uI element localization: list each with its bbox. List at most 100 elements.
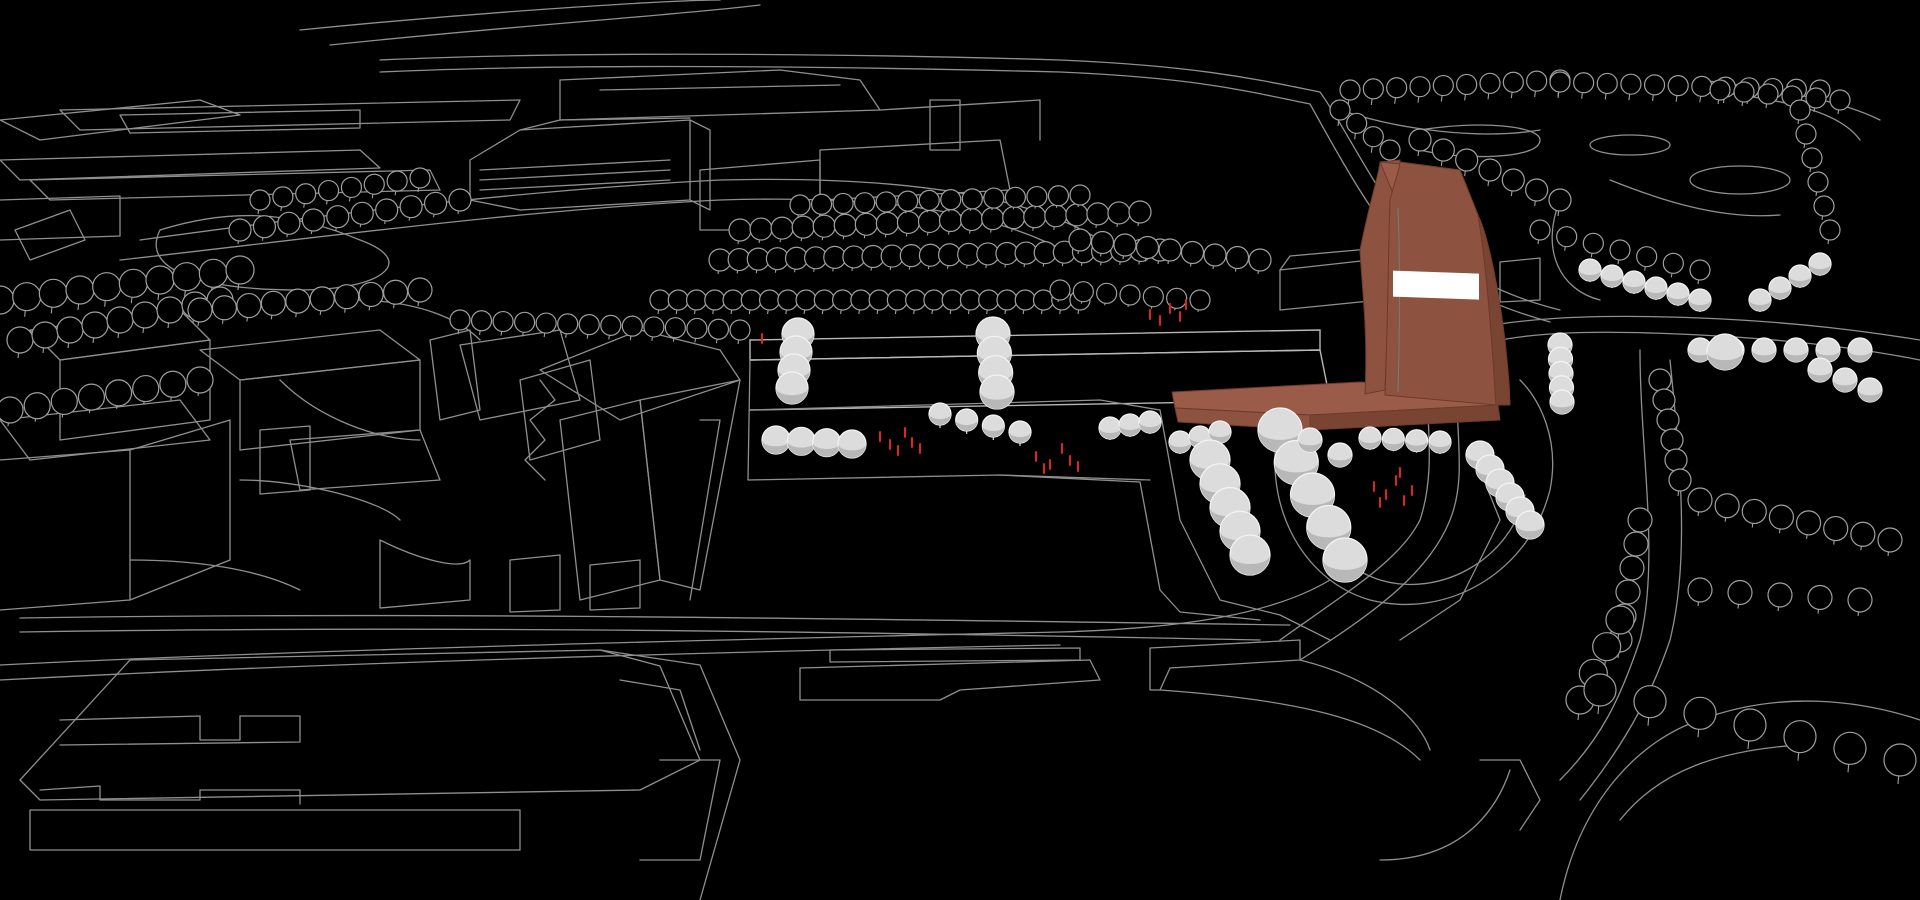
proposed-tree-icon bbox=[1751, 337, 1777, 363]
existing-tree-icon bbox=[1432, 74, 1454, 102]
existing-tree-icon bbox=[1582, 232, 1604, 258]
existing-tree-icon bbox=[12, 282, 42, 317]
existing-tree-icon bbox=[1667, 75, 1689, 102]
existing-tree-icon bbox=[667, 289, 689, 315]
existing-tree-icon bbox=[1002, 206, 1026, 232]
existing-tree-icon bbox=[1526, 70, 1548, 98]
existing-tree-icon bbox=[813, 289, 835, 315]
proposed-tree-icon bbox=[786, 426, 816, 456]
existing-tree-icon bbox=[1047, 185, 1070, 208]
proposed-tree-icon bbox=[1008, 420, 1032, 446]
existing-tree-icon bbox=[1767, 582, 1793, 612]
existing-tree-icon bbox=[795, 289, 817, 315]
proposed-tree-icon bbox=[1706, 333, 1744, 371]
existing-tree-icon bbox=[1620, 73, 1642, 101]
existing-tree-icon bbox=[868, 289, 890, 315]
existing-tree-icon bbox=[409, 167, 431, 193]
proposed-tree-icon bbox=[928, 402, 952, 428]
existing-tree-icon bbox=[301, 208, 325, 235]
proposed-tree-icon bbox=[1832, 367, 1858, 393]
people-group bbox=[761, 299, 1413, 508]
existing-tree-icon bbox=[334, 284, 360, 313]
existing-tree-icon bbox=[1668, 468, 1692, 497]
existing-tree-icon bbox=[1502, 71, 1524, 99]
existing-tree-icon bbox=[959, 289, 982, 315]
existing-tree-icon bbox=[664, 317, 686, 342]
existing-tree-icon bbox=[1662, 252, 1684, 278]
existing-tree-icon bbox=[1683, 696, 1717, 738]
existing-tree-icon bbox=[1409, 76, 1431, 103]
existing-tree-icon bbox=[1643, 74, 1666, 101]
plaza-outline bbox=[747, 329, 1501, 641]
proposed-tree-icon bbox=[1322, 537, 1368, 583]
existing-tree-icon bbox=[810, 193, 833, 217]
existing-tree-icon bbox=[996, 289, 1018, 315]
existing-tree-icon bbox=[1805, 87, 1827, 113]
existing-tree-icon bbox=[249, 189, 271, 215]
existing-tree-icon bbox=[1829, 89, 1851, 115]
existing-tree-icon bbox=[959, 207, 984, 234]
existing-tree-icon bbox=[23, 392, 51, 422]
existing-tree-icon bbox=[1090, 230, 1115, 257]
proposed-tree-icon bbox=[1098, 416, 1122, 440]
existing-tree-icon bbox=[1026, 185, 1048, 209]
proposed-tree-icon bbox=[1381, 427, 1405, 452]
existing-tree-icon bbox=[65, 275, 95, 311]
existing-tree-icon bbox=[886, 289, 908, 315]
existing-tree-icon bbox=[1128, 200, 1152, 227]
existing-tree-icon bbox=[1636, 246, 1658, 271]
existing-tree-icon bbox=[1556, 226, 1578, 251]
proposed-tree-icon bbox=[761, 425, 791, 455]
proposed-tree-icon bbox=[1405, 429, 1429, 453]
existing-tree-icon bbox=[938, 208, 963, 235]
existing-tree-icon bbox=[382, 279, 409, 309]
proposed-tree-icon bbox=[1428, 430, 1452, 454]
existing-tree-icon bbox=[1069, 184, 1091, 208]
existing-tree-icon bbox=[1689, 259, 1711, 285]
existing-tree-icon bbox=[1408, 128, 1432, 157]
existing-tree-icon bbox=[1807, 171, 1829, 197]
existing-tree-icon bbox=[722, 289, 744, 315]
existing-tree-icon bbox=[875, 191, 897, 215]
existing-tree-icon bbox=[38, 278, 68, 314]
existing-tree-icon bbox=[1180, 240, 1205, 267]
existing-tree-icon bbox=[1203, 243, 1227, 270]
existing-tree-icon bbox=[621, 315, 643, 341]
existing-tree-icon bbox=[272, 186, 294, 211]
proposed-tree-icon bbox=[1644, 276, 1668, 300]
existing-tree-icon bbox=[131, 301, 159, 334]
existing-tree-group bbox=[0, 69, 1917, 785]
tower-window-band bbox=[1393, 270, 1479, 300]
existing-tree-icon bbox=[1733, 81, 1755, 107]
existing-tree-icon bbox=[940, 189, 962, 212]
existing-tree-icon bbox=[340, 176, 363, 202]
existing-tree-icon bbox=[600, 314, 622, 340]
existing-tree-icon bbox=[1687, 577, 1713, 607]
existing-tree-icon bbox=[850, 289, 872, 315]
existing-tree-icon bbox=[749, 217, 773, 244]
existing-tree-icon bbox=[56, 316, 84, 349]
existing-tree-icon bbox=[740, 289, 762, 315]
existing-tree-icon bbox=[277, 211, 301, 238]
existing-tree-icon bbox=[1362, 78, 1384, 105]
existing-tree-icon bbox=[1044, 204, 1068, 230]
existing-tree-icon bbox=[1619, 555, 1645, 587]
existing-tree-icon bbox=[854, 192, 876, 215]
proposed-tree-icon bbox=[1297, 427, 1323, 453]
existing-tree-icon bbox=[823, 245, 847, 272]
existing-tree-icon bbox=[77, 383, 106, 414]
existing-tree-icon bbox=[1548, 188, 1572, 217]
proposed-tree-icon bbox=[1549, 389, 1575, 415]
existing-tree-icon bbox=[1592, 632, 1622, 667]
existing-tree-icon bbox=[6, 326, 34, 359]
existing-tree-icon bbox=[1386, 77, 1408, 104]
proposed-tree-icon bbox=[1229, 534, 1271, 576]
existing-tree-icon bbox=[1339, 79, 1361, 107]
existing-tree-icon bbox=[812, 214, 836, 241]
existing-tree-icon bbox=[1757, 83, 1779, 109]
proposed-tree-icon bbox=[775, 371, 809, 405]
existing-tree-icon bbox=[1768, 504, 1795, 534]
existing-tree-icon bbox=[1605, 605, 1635, 641]
existing-tree-icon bbox=[728, 218, 752, 245]
existing-tree-icon bbox=[770, 216, 794, 243]
